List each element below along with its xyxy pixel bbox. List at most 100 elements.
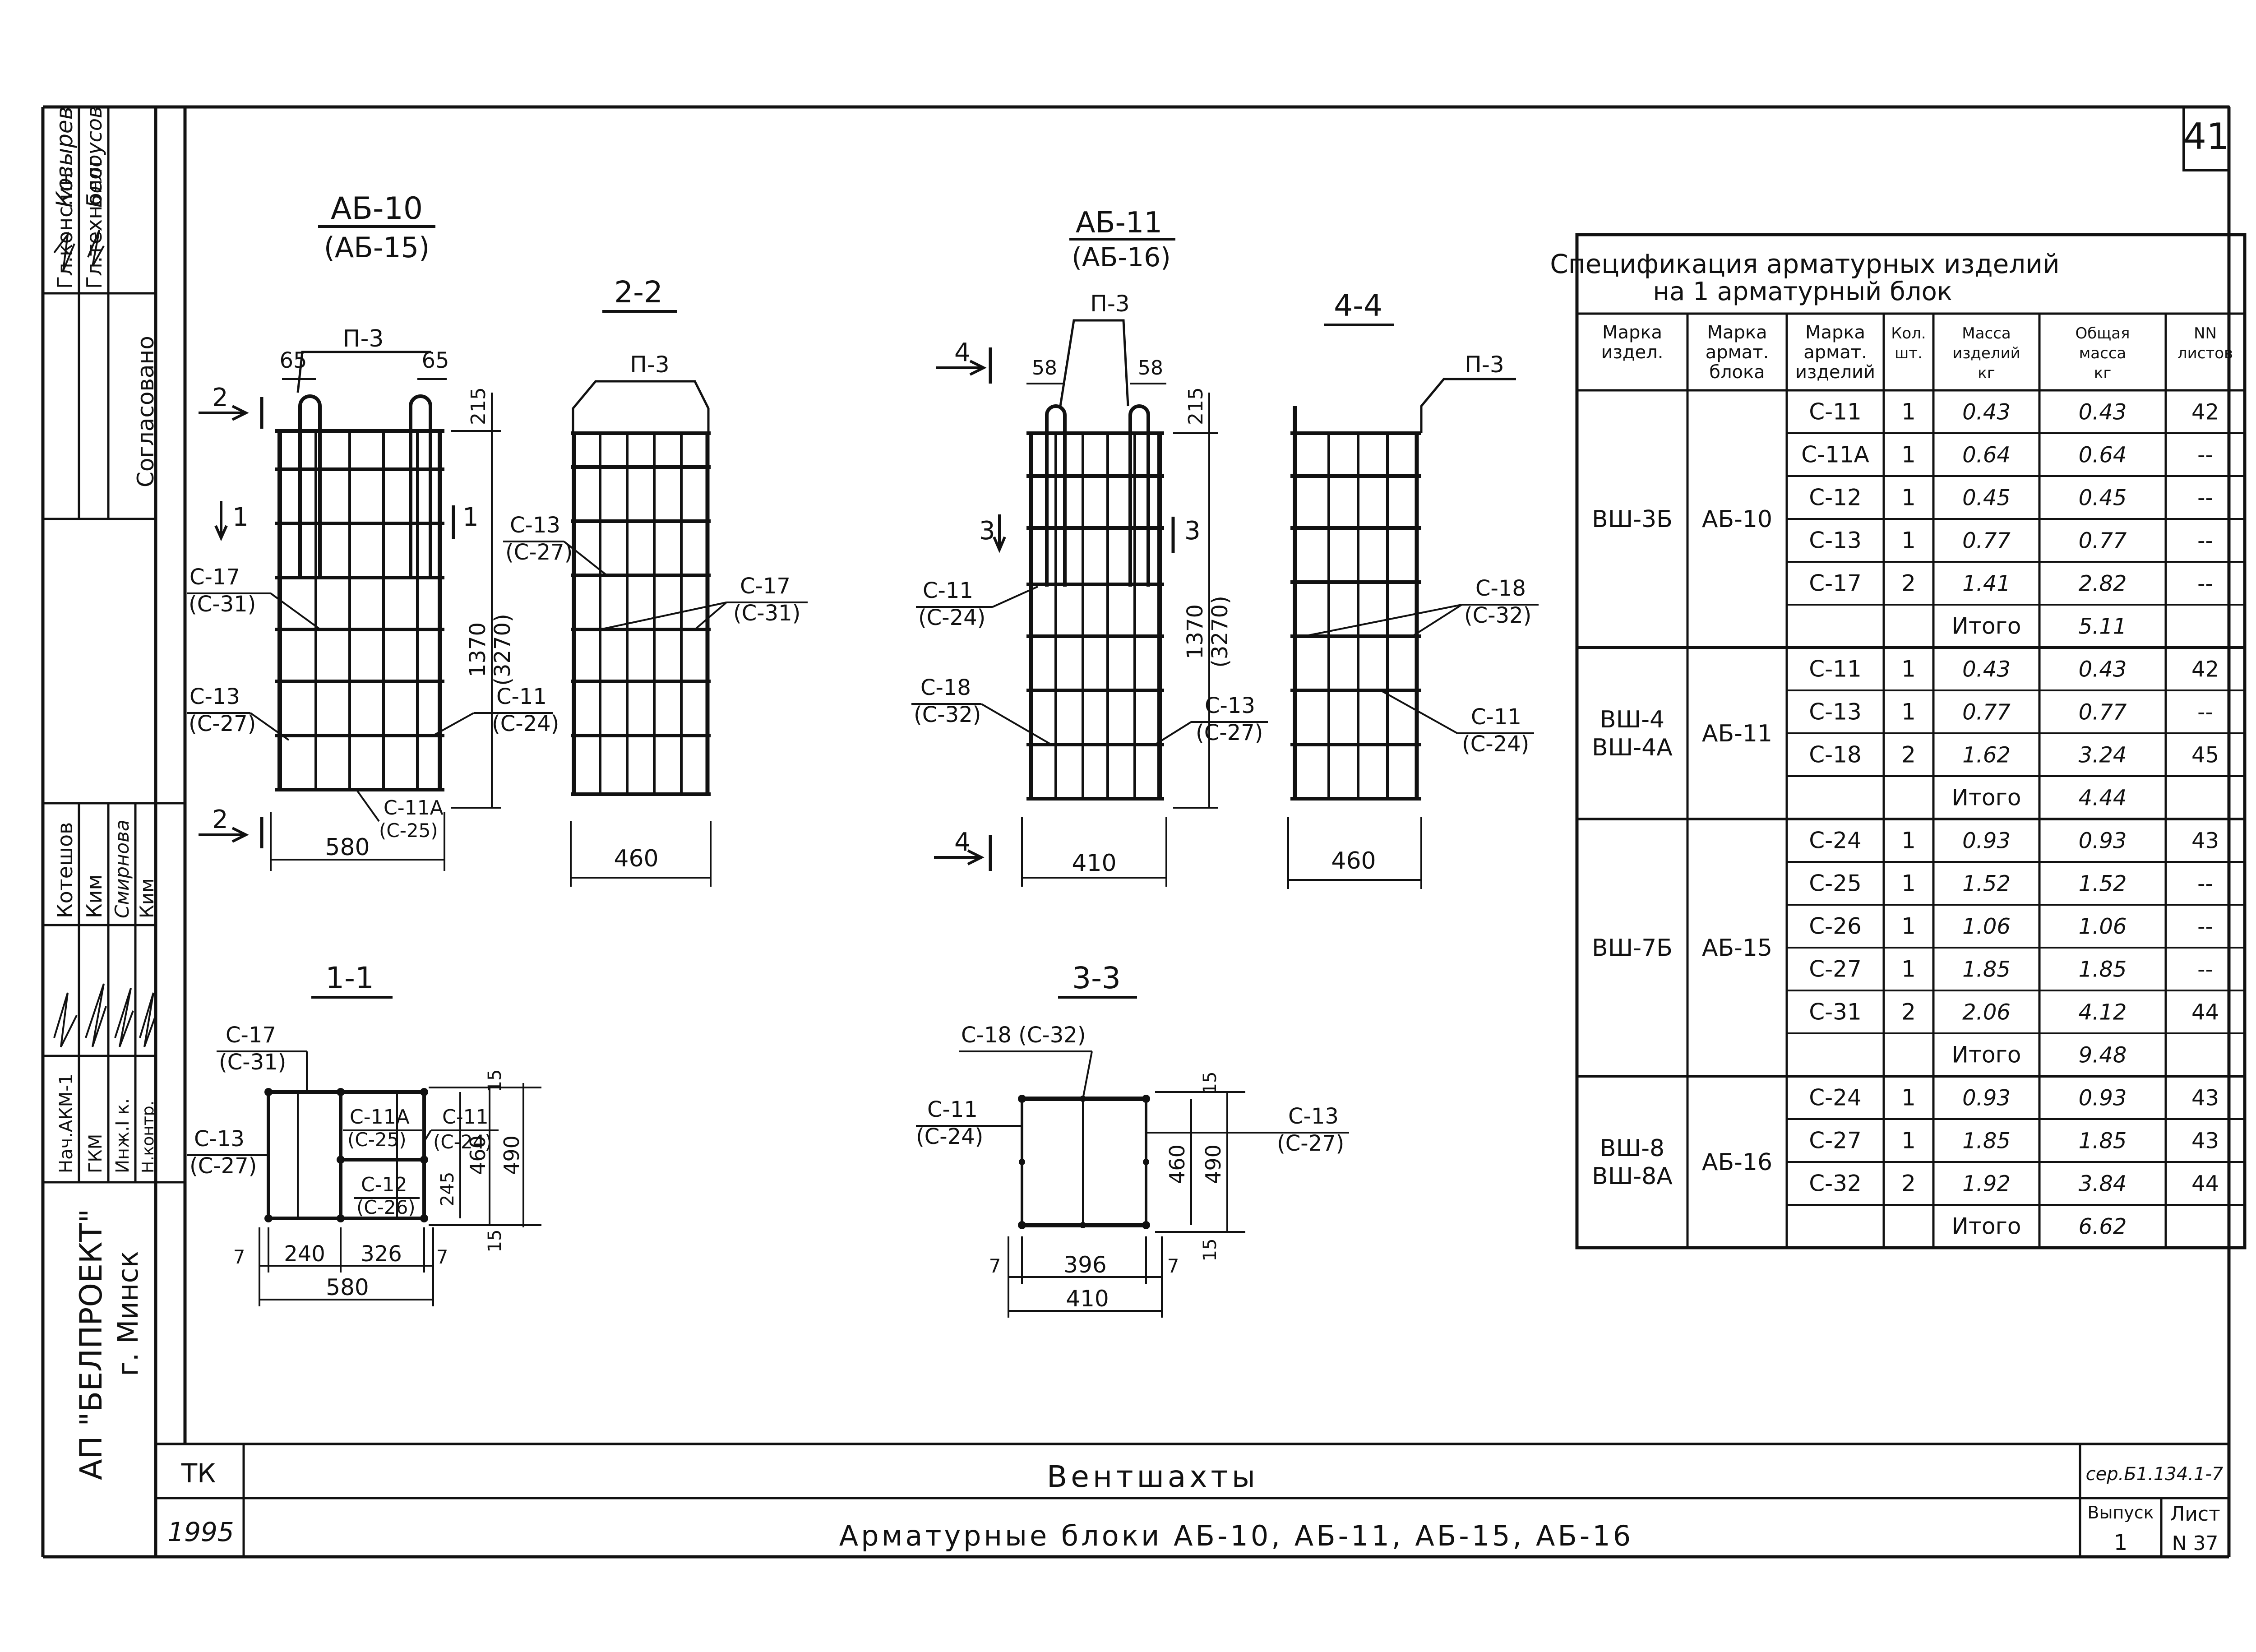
izdel-mark: ВШ-4 xyxy=(1600,706,1664,733)
stamp-name: Ким xyxy=(136,878,158,918)
blok-mark: АБ-15 xyxy=(1702,935,1772,962)
soglasovano-label: Согласовано xyxy=(133,336,159,487)
section-3-3: 3-3 С-18 (С-32) С-11 (С-24) С-13 (С-27) … xyxy=(916,961,1349,1318)
signature xyxy=(87,230,105,267)
dim-label: 215 xyxy=(467,387,490,425)
table-cell: С-24 xyxy=(1809,1085,1862,1111)
callout: (С-25) xyxy=(379,819,438,842)
view-title: 3-3 xyxy=(1072,961,1121,995)
table-cell: 1 xyxy=(1901,656,1916,682)
table-cell: С-11 xyxy=(1809,656,1862,682)
spec-table: Спецификация арматурных изделий на 1 арм… xyxy=(1550,233,2247,1249)
itogo-label: Итого xyxy=(1952,613,2021,639)
table-cell: 2 xyxy=(1901,999,1916,1025)
table-cell: -- xyxy=(2197,871,2213,897)
table-cell: 1 xyxy=(1901,828,1916,854)
table-cell: 0.77 xyxy=(1962,528,2011,554)
callout: С-12 xyxy=(361,1173,407,1196)
table-cell: 42 xyxy=(2191,400,2219,425)
table-cell: С-17 xyxy=(1809,570,1862,597)
table-cell: 1 xyxy=(1901,870,1916,897)
section-marker: 2 xyxy=(212,383,228,412)
table-cell: С-11А xyxy=(1801,442,1869,468)
izdel-mark: ВШ-8А xyxy=(1592,1163,1673,1190)
stamp-name: Смирнова xyxy=(111,819,133,918)
table-cell: 0.43 xyxy=(1962,657,2011,682)
dim-label: 58 xyxy=(1032,356,1057,379)
callout: (С-27) xyxy=(1196,720,1263,745)
callout: С-17 xyxy=(740,574,791,599)
table-cell: 0.77 xyxy=(1962,700,2011,725)
callout: С-17 xyxy=(226,1023,276,1048)
view-title: 2-2 xyxy=(614,275,663,310)
stamp-name: Белоусов xyxy=(82,106,106,208)
table-cell: С-24 xyxy=(1809,828,1862,854)
table-cell: 1 xyxy=(1901,913,1916,939)
callout: С-18 xyxy=(1475,576,1526,601)
stamp-role: Н.контр. xyxy=(139,1101,157,1173)
view-subtitle: (АБ-15) xyxy=(324,231,430,264)
sheet-subtitle: Арматурные блоки АБ-10, АБ-11, АБ-15, АБ… xyxy=(839,1519,1633,1552)
list-label: Лист xyxy=(2170,1503,2220,1526)
callout: С-13 xyxy=(194,1126,245,1152)
section-4-4: 4-4 П-3 С-18 (С-32) С-11 (С-24) xyxy=(1287,288,1539,889)
stamp-role: Инж.I к. xyxy=(112,1098,133,1173)
callout: (С-27) xyxy=(505,540,573,565)
section-marker: 1 xyxy=(232,503,249,532)
dim-label: 326 xyxy=(361,1241,402,1267)
table-cell: 0.93 xyxy=(2079,1086,2127,1111)
dim-label: 245 xyxy=(437,1172,458,1206)
dim-label: 58 xyxy=(1138,356,1163,379)
table-cell: 1.06 xyxy=(1962,914,2011,939)
callout: (С-31) xyxy=(219,1050,286,1075)
view-ab10: АБ-10 (АБ-15) П-3 xyxy=(187,191,559,871)
table-cell: 1 xyxy=(1901,956,1916,982)
section-marker: 4 xyxy=(954,338,971,367)
table-cell: -- xyxy=(2197,571,2213,597)
table-cell: С-13 xyxy=(1809,528,1862,554)
dim-label: 7 xyxy=(233,1246,245,1268)
dim-label: 490 xyxy=(499,1135,524,1175)
izdel-mark: ВШ-3Б xyxy=(1592,506,1673,533)
table-cell: 1.92 xyxy=(1962,1171,2011,1197)
stamp-name: Ким xyxy=(82,875,106,918)
table-cell: 0.45 xyxy=(1962,486,2011,511)
corner-number: 41 xyxy=(2183,116,2229,157)
table-cell: 0.77 xyxy=(2079,700,2127,725)
callout: С-17 xyxy=(190,565,240,590)
dim-label: 65 xyxy=(421,348,449,373)
dim-label: 396 xyxy=(1063,1252,1106,1278)
table-cell: С-27 xyxy=(1809,956,1862,982)
table-cell: 3.24 xyxy=(2079,743,2127,768)
table-cell: 1.85 xyxy=(2079,1129,2127,1154)
table-cell: 2 xyxy=(1901,742,1916,768)
table-cell: 1 xyxy=(1901,1085,1916,1111)
dim-label: 1370 xyxy=(465,622,490,677)
view-title: 1-1 xyxy=(325,961,374,995)
dim-label: 240 xyxy=(284,1241,325,1267)
table-cell: 1 xyxy=(1901,399,1916,425)
table-cell: 1 xyxy=(1901,1128,1916,1154)
table-cell: 0.93 xyxy=(1962,1086,2011,1111)
dim-label: 490 xyxy=(1201,1144,1225,1184)
callout: С-11 xyxy=(496,684,547,709)
table-cell: 44 xyxy=(2191,1000,2219,1025)
itogo-total: 4.44 xyxy=(2079,786,2127,811)
table-cell: 1.06 xyxy=(2079,914,2127,939)
itogo-label: Итого xyxy=(1952,1213,2021,1240)
dim-label: 15 xyxy=(1200,1072,1220,1095)
dim-label: 580 xyxy=(326,1274,369,1300)
dim-label: 410 xyxy=(1066,1286,1109,1312)
callout: (С-31) xyxy=(733,601,800,626)
table-cell: 1 xyxy=(1901,442,1916,468)
table-cell: -- xyxy=(2197,486,2213,511)
p3-label: П-3 xyxy=(630,352,669,378)
dim-label: 15 xyxy=(485,1230,505,1253)
dim-label: 7 xyxy=(1167,1255,1179,1277)
org-name: АП "БЕЛПРОЕКТ" xyxy=(74,1209,109,1480)
dim-label: 580 xyxy=(325,834,370,861)
